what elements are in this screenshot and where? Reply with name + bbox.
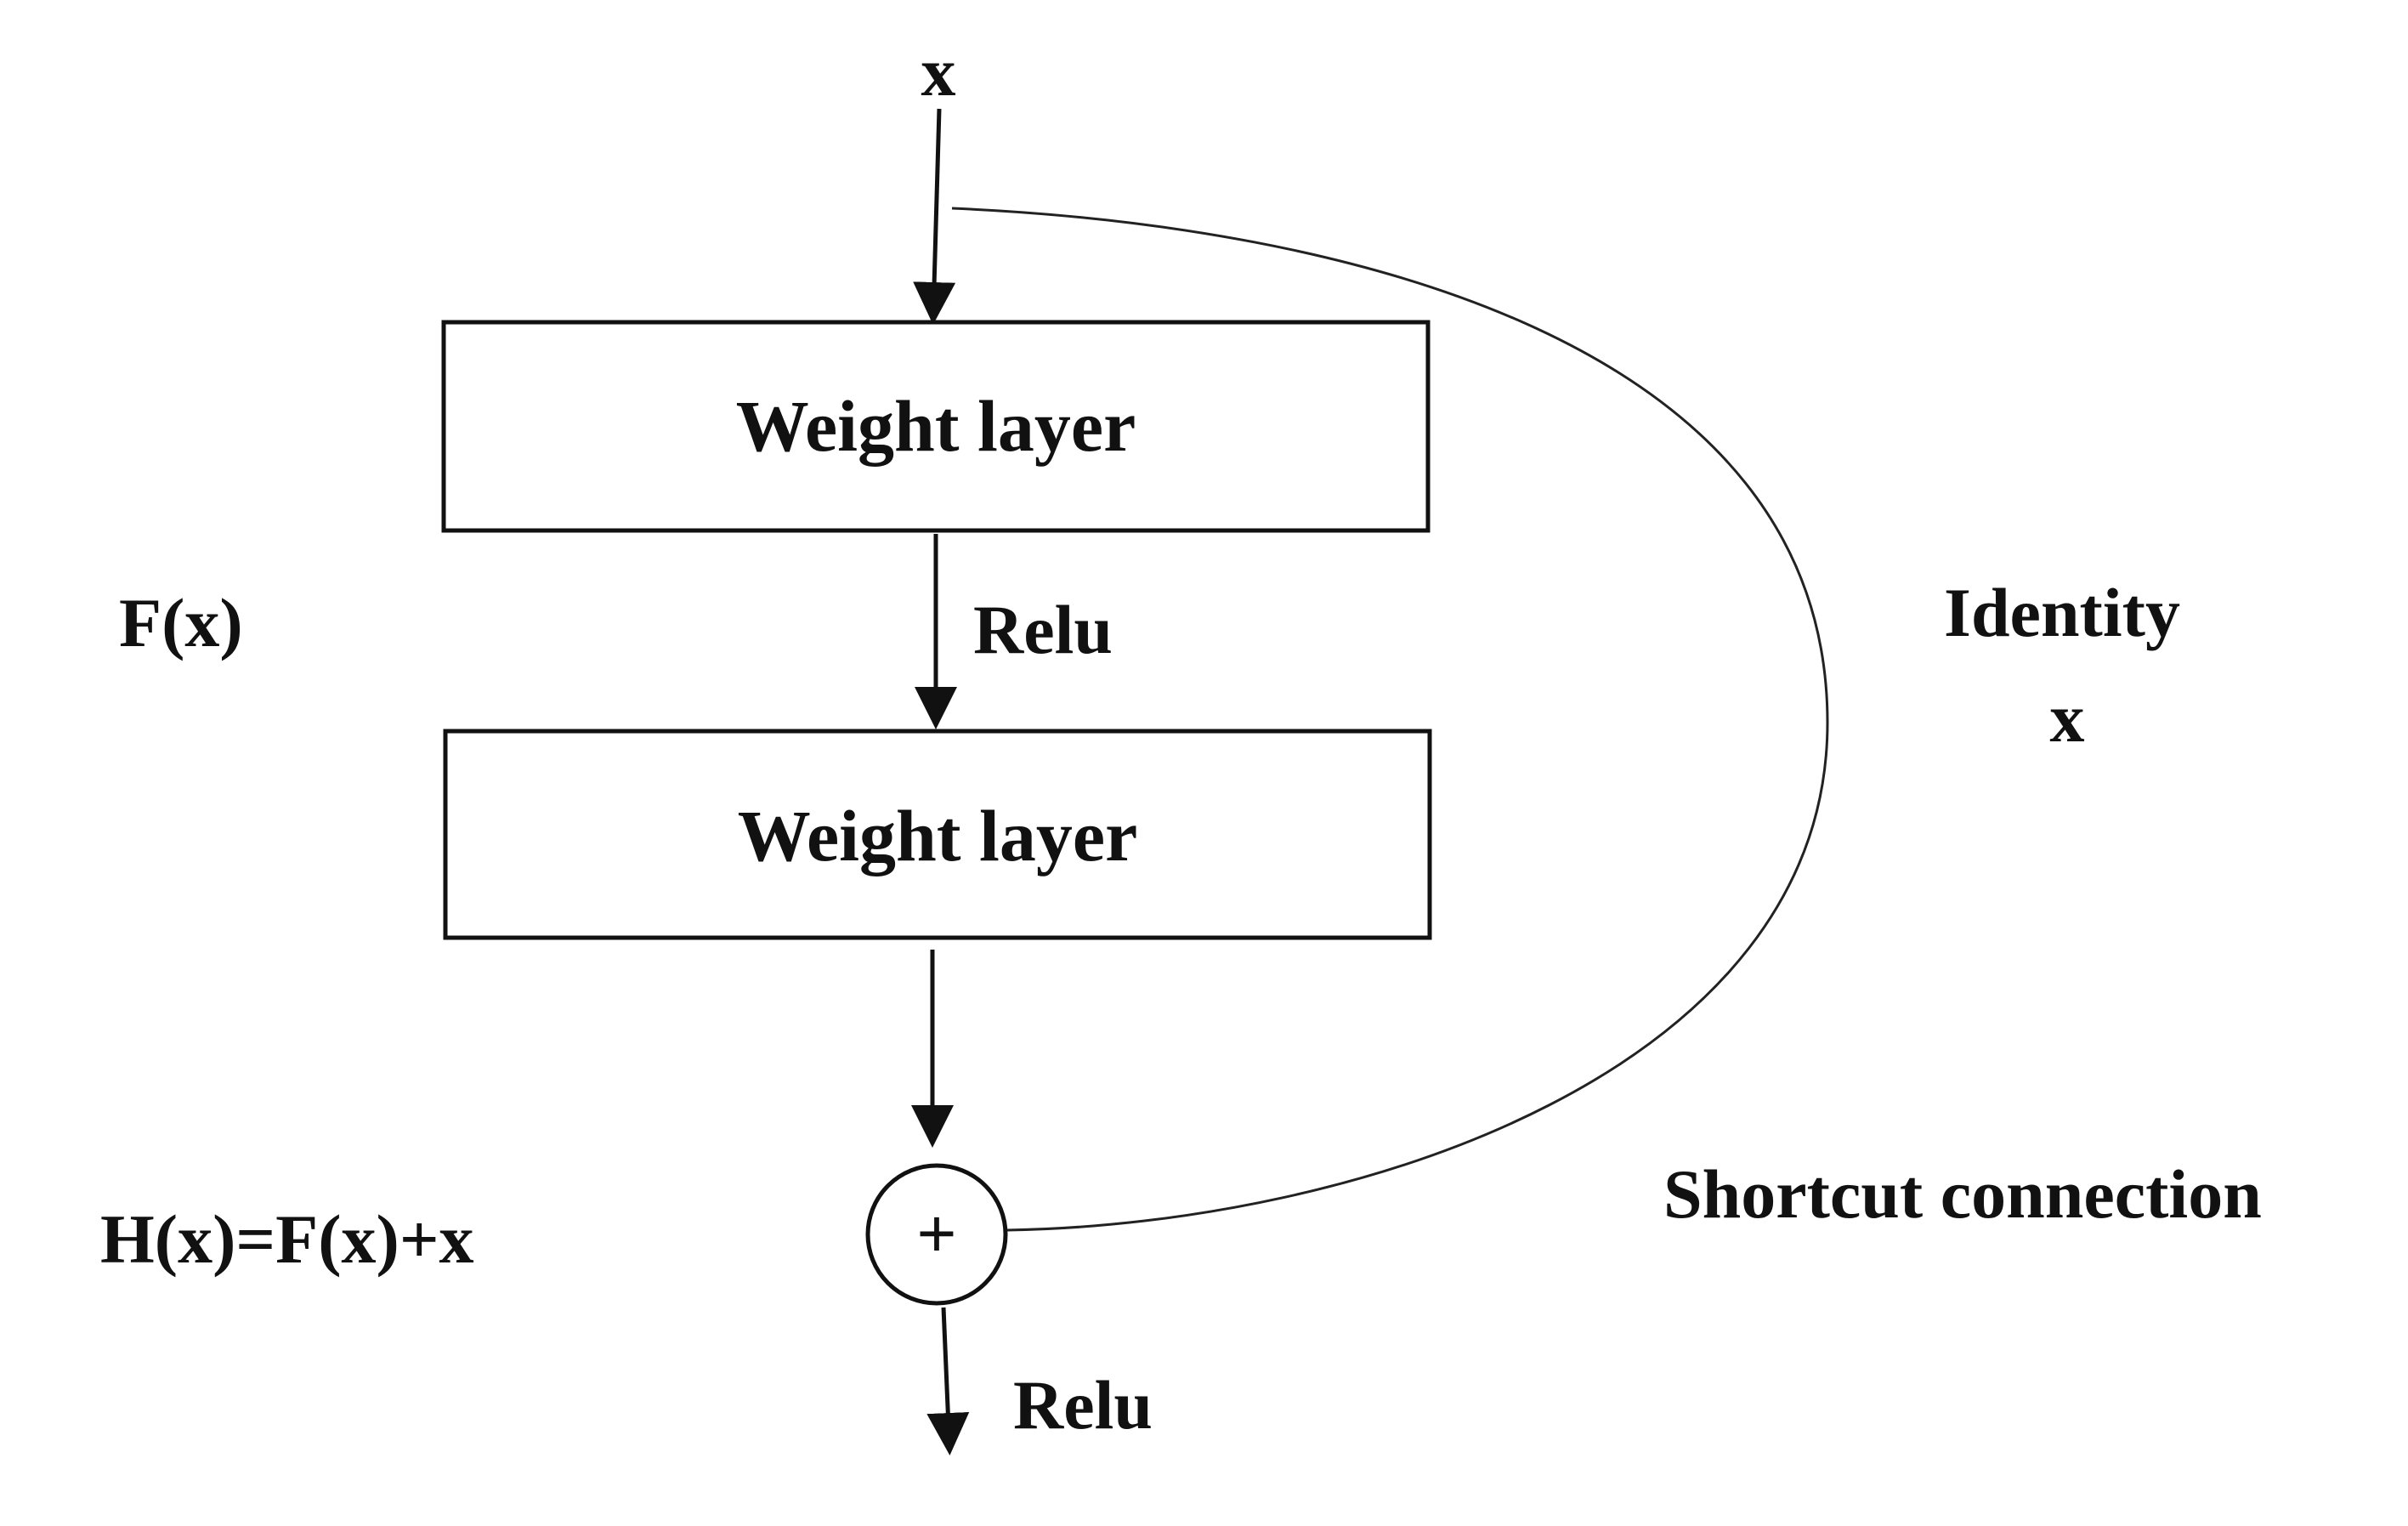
weight-layer-2-label: Weight layer (738, 795, 1138, 876)
weight-layer-1-label: Weight layer (736, 385, 1136, 467)
fx-label: F(x) (119, 584, 243, 661)
sum-node (865, 1163, 1008, 1306)
weight-layer-1 (441, 320, 1431, 533)
output-arrow (926, 1307, 970, 1455)
input-label: x (921, 33, 956, 111)
hx-label: H(x)=F(x)+x (100, 1200, 474, 1278)
identity-label: Identity (1944, 574, 2180, 651)
relu-out-label: Relu (1013, 1366, 1153, 1444)
identity-x-label: x (2050, 679, 2085, 757)
weight-layer-2 (443, 729, 1432, 940)
shortcut-label: Shortcut connection (1663, 1155, 2262, 1233)
relu-mid-label: Relu (973, 591, 1113, 668)
shortcut-curve (951, 207, 1829, 1232)
plus-symbol: + (917, 1195, 957, 1271)
input-arrow (913, 108, 956, 325)
